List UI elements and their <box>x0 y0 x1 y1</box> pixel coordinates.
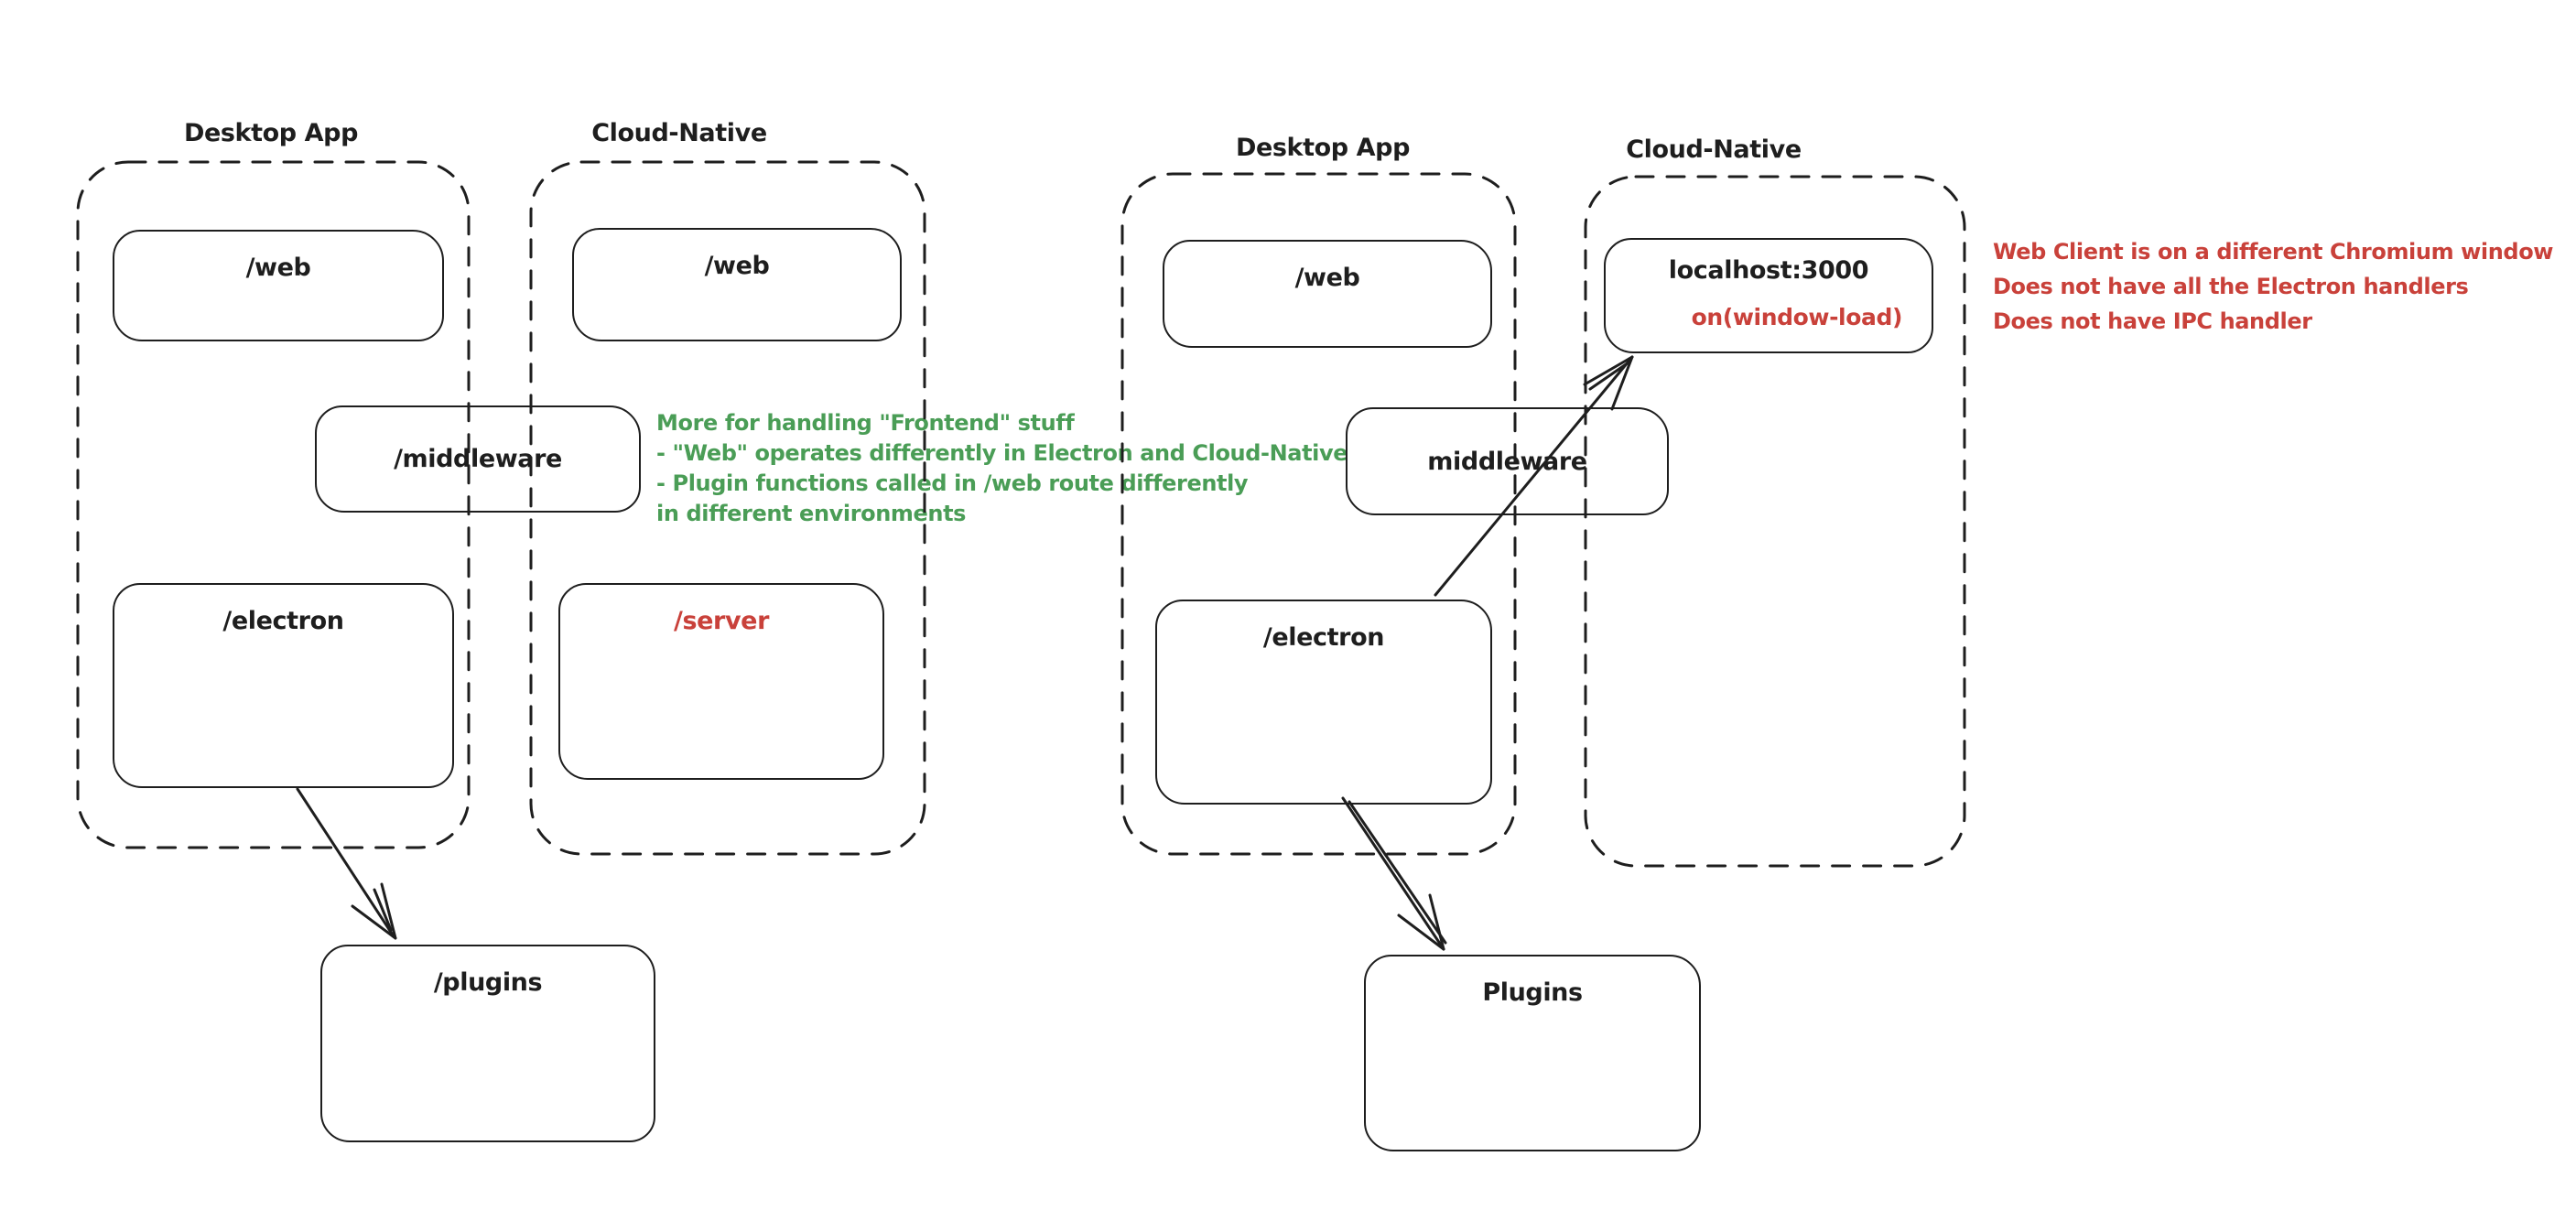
arrow-left-electron-to-plugins <box>296 787 397 940</box>
left-plugins-label: /plugins <box>433 968 543 997</box>
red-annotation-line-1: Web Client is on a different Chromium wi… <box>1993 239 2554 265</box>
red-annotation-line-2: Does not have all the Electron handlers <box>1993 274 2469 299</box>
left-cloud-web-box: /web <box>572 228 902 341</box>
left-middleware-box: /middleware <box>315 405 641 513</box>
left-electron-label: /electron <box>222 607 344 635</box>
right-localhost-label: localhost:3000 <box>1668 256 1869 285</box>
red-annotation-line-3: Does not have IPC handler <box>1993 308 2312 334</box>
left-plugins-box: /plugins <box>320 945 655 1142</box>
right-desktop-app-title: Desktop App <box>1235 134 1411 162</box>
left-cloud-web-label: /web <box>704 252 770 280</box>
green-annotation-line-1: More for handling "Frontend" stuff <box>656 410 1075 436</box>
right-localhost-box: localhost:3000 on(window-load) <box>1604 238 1933 353</box>
right-window-load-label: on(window-load) <box>1691 304 1903 330</box>
green-annotation-line-3: - Plugin functions called in /web route … <box>656 470 1249 496</box>
left-middleware-label: /middleware <box>394 445 562 473</box>
right-middleware-label: middleware <box>1427 447 1587 476</box>
right-cloud-native-title: Cloud-Native <box>1626 135 1802 164</box>
right-plugins-box: Plugins <box>1364 955 1701 1151</box>
right-middleware-box: middleware <box>1346 407 1669 515</box>
right-plugins-label: Plugins <box>1482 978 1583 1007</box>
green-annotation-line-4: in different environments <box>656 501 967 526</box>
left-cloud-native-title: Cloud-Native <box>591 119 767 147</box>
right-electron-box: /electron <box>1155 600 1492 805</box>
left-electron-box: /electron <box>113 583 454 788</box>
left-desktop-app-title: Desktop App <box>183 119 359 147</box>
arrow-right-electron-to-plugins <box>1341 796 1447 951</box>
right-electron-label: /electron <box>1262 623 1385 652</box>
right-desktop-web-box: /web <box>1163 240 1492 348</box>
left-server-label: /server <box>674 607 769 635</box>
green-annotation: More for handling "Frontend" stuff - "We… <box>656 408 1348 529</box>
left-server-box: /server <box>558 583 884 780</box>
left-desktop-web-box: /web <box>113 230 444 341</box>
green-annotation-line-2: - "Web" operates differently in Electron… <box>656 440 1348 466</box>
red-annotation: Web Client is on a different Chromium wi… <box>1993 234 2553 339</box>
right-desktop-web-label: /web <box>1294 264 1360 292</box>
left-desktop-web-label: /web <box>245 254 311 282</box>
